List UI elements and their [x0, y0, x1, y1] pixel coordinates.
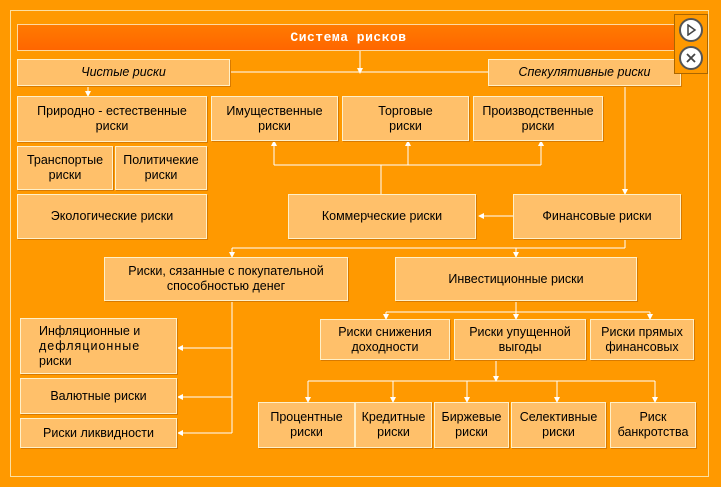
diagram-title: Система рисков [17, 24, 680, 51]
node-commercial-risks: Коммерческие риски [288, 194, 476, 239]
play-icon [687, 24, 697, 36]
node-currency-risks: Валютные риски [20, 378, 177, 414]
play-button[interactable] [679, 18, 703, 42]
node-pure-risks: Чистые риски [17, 59, 230, 86]
close-icon [686, 53, 696, 63]
diagram-frame [10, 10, 709, 477]
node-financial-risks: Финансовые риски [513, 194, 681, 239]
node-ecological-risks: Экологические риски [17, 194, 207, 239]
close-button[interactable] [679, 46, 703, 70]
node-investment-risks: Инвестиционные риски [395, 257, 637, 301]
node-liquidity-risks: Риски ликвидности [20, 418, 177, 448]
node-speculative-risks: Спекулятивные риски [488, 59, 681, 86]
